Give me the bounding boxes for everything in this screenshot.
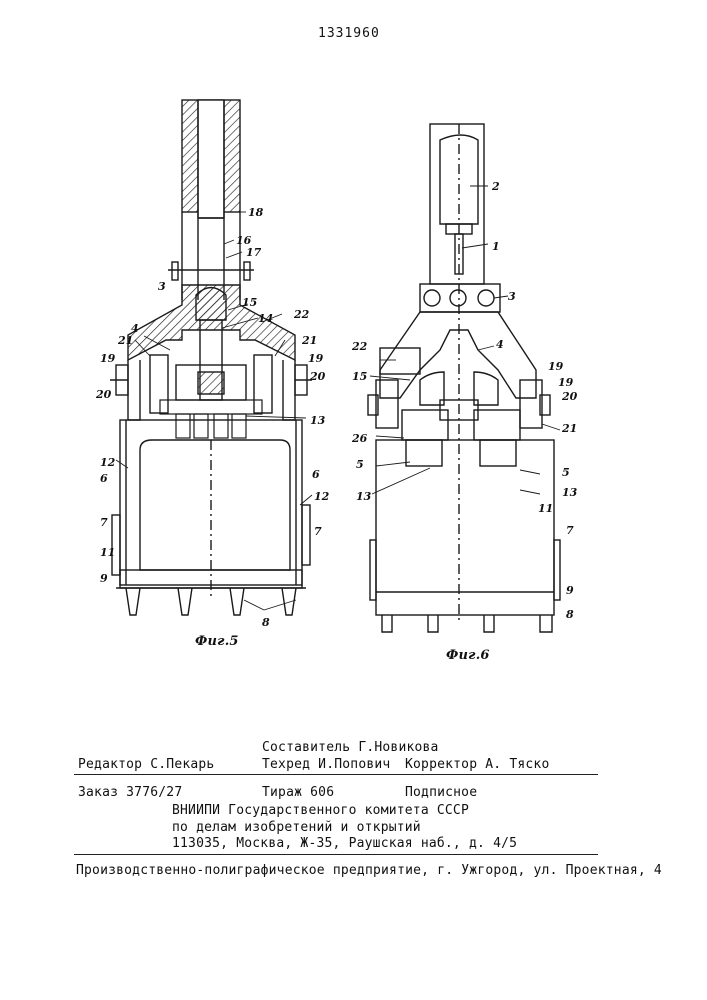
svg-text:20: 20 — [309, 370, 326, 383]
svg-text:13: 13 — [356, 490, 372, 503]
svg-text:13: 13 — [562, 486, 578, 499]
svg-text:6: 6 — [312, 468, 320, 481]
svg-text:19: 19 — [548, 360, 564, 373]
rule-bottom — [74, 854, 598, 855]
svg-text:21: 21 — [561, 422, 577, 435]
svg-text:6: 6 — [100, 472, 108, 485]
svg-text:7: 7 — [100, 516, 108, 529]
svg-text:11: 11 — [100, 546, 115, 559]
svg-text:21: 21 — [301, 334, 317, 347]
svg-text:20: 20 — [95, 388, 112, 401]
svg-text:1: 1 — [492, 240, 500, 253]
svg-text:2: 2 — [491, 180, 500, 193]
corrector-line: Корректор А. Тяско — [405, 757, 549, 772]
svg-text:3: 3 — [158, 280, 166, 293]
svg-text:21: 21 — [117, 334, 133, 347]
svg-text:5: 5 — [356, 458, 364, 471]
svg-text:14: 14 — [258, 312, 273, 325]
svg-text:4: 4 — [496, 338, 504, 351]
svg-text:7: 7 — [566, 524, 574, 537]
svg-text:15: 15 — [242, 296, 257, 309]
figure-6-caption: Фиг.6 — [446, 648, 490, 663]
svg-text:26: 26 — [351, 432, 368, 445]
circulation-line: Тираж 606 — [262, 785, 334, 800]
svg-text:19: 19 — [100, 352, 116, 365]
svg-text:15: 15 — [352, 370, 367, 383]
compiler-line: Составитель Г.Новикова — [262, 740, 439, 755]
svg-text:8: 8 — [566, 608, 574, 621]
svg-text:9: 9 — [100, 572, 108, 585]
figure-6-drawing — [368, 124, 560, 632]
svg-text:17: 17 — [246, 246, 262, 259]
technical-drawings: 18 16 17 3 22 15 14 4 21 21 19 19 20 20 … — [0, 0, 707, 700]
svg-text:22: 22 — [293, 308, 310, 321]
organization-line-2: по делам изобретений и открытий — [172, 820, 421, 835]
order-line: Заказ 3776/27 — [78, 785, 182, 800]
svg-text:12: 12 — [314, 490, 330, 503]
svg-text:19: 19 — [308, 352, 324, 365]
address-line: 113035, Москва, Ж-35, Раушская наб., д. … — [172, 836, 517, 851]
svg-text:9: 9 — [566, 584, 574, 597]
rule-top — [74, 774, 598, 775]
svg-text:7: 7 — [314, 525, 322, 538]
svg-text:5: 5 — [562, 466, 570, 479]
organization-line-1: ВНИИПИ Государственного комитета СССР — [172, 803, 469, 818]
enterprise-line: Производственно-полиграфическое предприя… — [76, 863, 662, 878]
svg-text:12: 12 — [100, 456, 116, 469]
svg-text:3: 3 — [508, 290, 516, 303]
svg-text:13: 13 — [310, 414, 326, 427]
subscription-line: Подписное — [405, 785, 477, 800]
svg-text:22: 22 — [351, 340, 368, 353]
svg-text:11: 11 — [538, 502, 553, 515]
figure-5-drawing — [110, 100, 312, 615]
svg-text:19: 19 — [558, 376, 574, 389]
svg-text:8: 8 — [262, 616, 270, 629]
svg-text:18: 18 — [248, 206, 264, 219]
techred-line: Техред И.Попович — [262, 757, 390, 772]
figure-5-caption: Фиг.5 — [195, 634, 239, 649]
svg-text:20: 20 — [561, 390, 578, 403]
editor-line: Редактор С.Пекарь — [78, 757, 214, 772]
